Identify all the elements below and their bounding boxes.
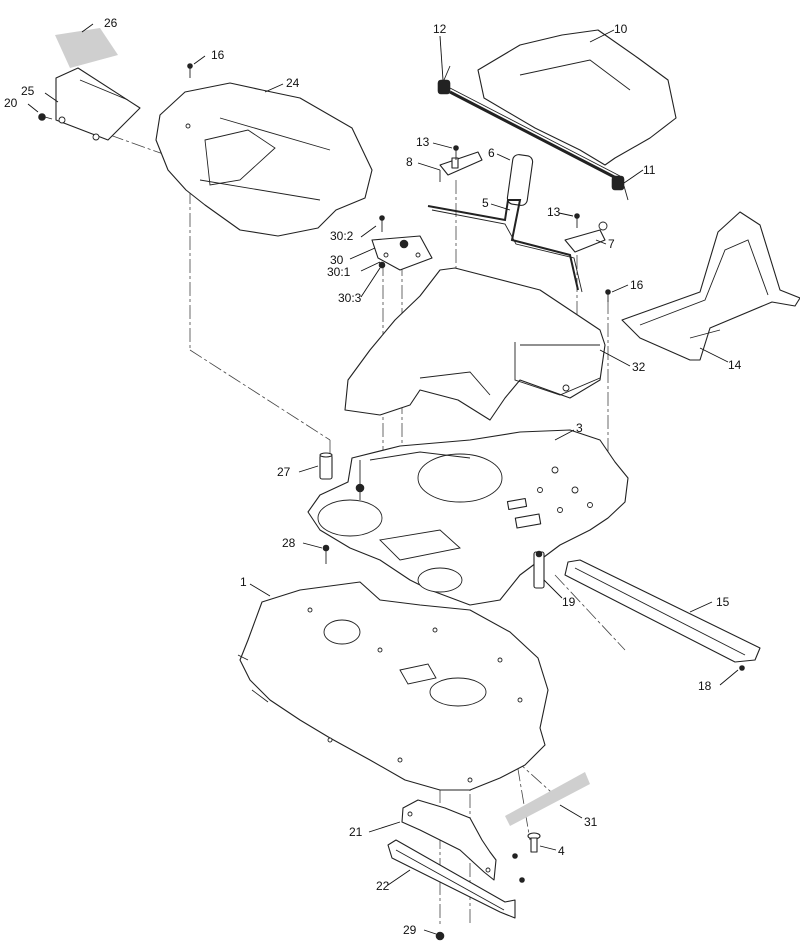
part-13-bolt-right [574,213,580,228]
callout-c11: 11 [643,163,656,177]
callout-c13a: 13 [416,135,430,149]
callout-c30_1: 30:1 [327,265,351,279]
part-29-nut [435,931,445,941]
part-31-decal [505,772,590,826]
callout-c29: 29 [403,923,417,937]
part-14-chute [621,211,800,361]
callout-c15: 15 [716,595,730,609]
part-13-bolt-left [453,145,459,160]
callout-c32: 32 [632,360,646,374]
part-8-bracket [439,151,483,182]
part-16-bolt-right [605,289,611,302]
part-19-pin [533,550,545,589]
part-15-rail [564,559,761,663]
part-30-3-nut [378,261,386,269]
part-26-decal [55,28,118,68]
part-25-cover-plate [55,67,141,141]
screws-lower [512,853,525,883]
callout-c25: 25 [21,84,35,98]
part-1-base-plate [237,581,549,791]
callout-c16a: 16 [211,48,225,62]
callout-c6: 6 [488,146,495,160]
callout-c20: 20 [4,96,18,110]
part-16-bolt-left [187,63,193,78]
part-10-cover [477,29,677,166]
callout-c28: 28 [282,536,296,550]
callout-c22: 22 [376,879,390,893]
part-6-handle [506,154,534,206]
part-18-screw [739,665,745,671]
callout-c1: 1 [240,575,247,589]
callout-c13b: 13 [547,205,561,219]
part-28-bolt [322,544,330,564]
callout-c7: 7 [608,237,615,251]
callout-c4: 4 [558,844,565,858]
callout-c30_3: 30:3 [338,291,362,305]
part-21-bracket [401,799,497,881]
part-30-bracket-plate [371,235,433,271]
callout-c5: 5 [482,196,489,210]
callout-c8: 8 [406,155,413,169]
part-4-bolt [527,832,541,853]
callout-c16b: 16 [630,278,644,292]
callout-c30_2: 30:2 [330,229,354,243]
part-30-2-bolt [379,215,385,232]
callout-c3: 3 [576,421,583,435]
part-24-top-cover [155,82,373,237]
callout-c21: 21 [349,825,363,839]
part-22-rail-bracket [387,839,516,919]
callout-c12: 12 [433,22,447,36]
part-7-latch [564,221,608,253]
callout-c19: 19 [562,595,576,609]
callout-labels: 1345678101112131314151616181920212224252… [4,16,742,937]
leader-lines [27,23,739,935]
callout-c14: 14 [728,358,742,372]
part-11-spring [611,175,629,201]
callout-c18: 18 [698,679,712,693]
callout-c27: 27 [277,465,291,479]
part-10-shaft [449,87,621,182]
callout-c24: 24 [286,76,300,90]
callout-c30: 30 [330,253,344,267]
part-27-spacer [319,452,333,480]
callout-c10: 10 [614,22,628,36]
part-12-spring [437,65,451,95]
part-5-rod [427,199,583,293]
part-32-housing [344,267,606,421]
callout-c26: 26 [104,16,118,30]
part-20-screw [38,113,53,121]
callout-c31: 31 [584,815,598,829]
